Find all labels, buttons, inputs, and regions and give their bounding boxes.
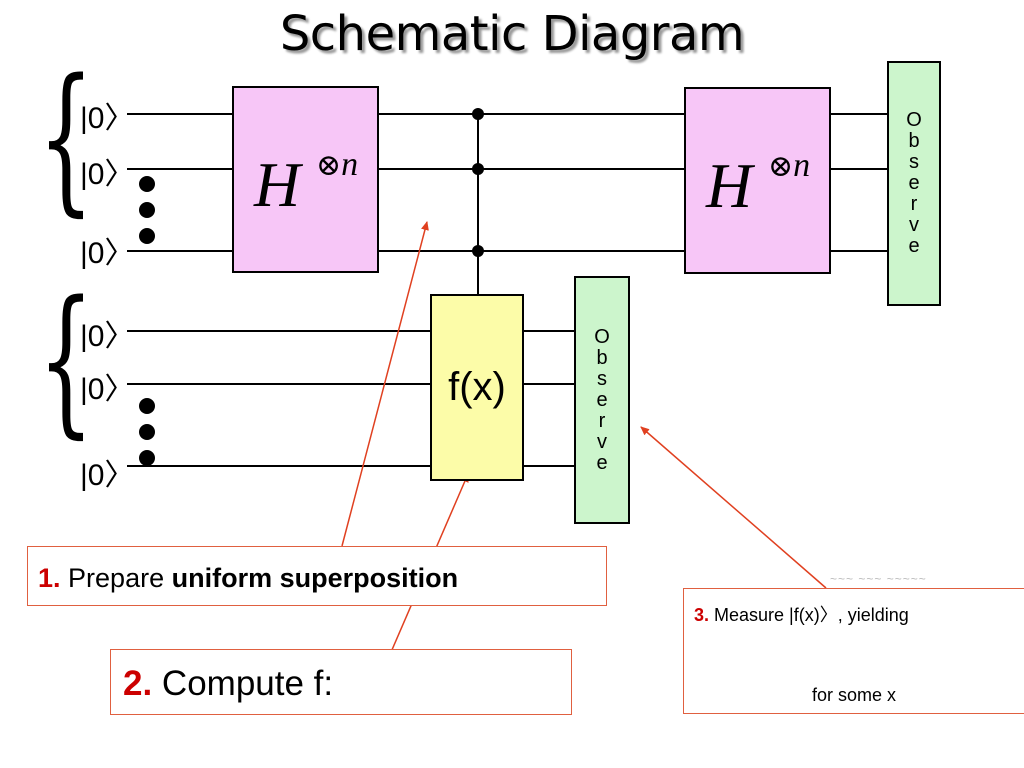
observe-letter: e	[596, 388, 608, 411]
qubit-label: |0〉	[80, 373, 135, 406]
control-dot	[472, 108, 484, 120]
qubit-label: |0〉	[80, 320, 135, 353]
tensor-product-symbol: ⊗	[316, 148, 342, 183]
observe-box-bottom: O b s e r v e	[574, 276, 630, 524]
oracle-gate: f(x)	[430, 294, 524, 481]
tensor-power-label: ⊗n	[316, 146, 358, 184]
step-number: 3.	[694, 605, 710, 625]
observe-letter: s	[909, 151, 919, 173]
top-register-brace: {	[38, 44, 94, 231]
observe-letter: O	[594, 325, 610, 348]
observe-letter: v	[909, 214, 919, 236]
qubit-label: |0〉	[80, 102, 135, 135]
step-number: 1.	[38, 563, 61, 593]
control-dot	[472, 245, 484, 257]
observe-letter: e	[908, 172, 920, 194]
tensor-power-label: ⊗n	[768, 147, 810, 185]
arrow-step1	[341, 221, 429, 547]
observe-letter: b	[596, 346, 608, 369]
observe-letter: v	[597, 430, 607, 453]
qubit-label: |0〉	[80, 459, 135, 492]
qubit-label: |0〉	[80, 158, 135, 191]
step-text: Measure |f(x)〉, yielding	[709, 605, 909, 625]
observe-letter: e	[596, 451, 608, 474]
observe-letter: r	[598, 409, 606, 432]
arrow-step3	[640, 426, 827, 589]
control-dot	[472, 163, 484, 175]
observe-letter: O	[906, 109, 922, 131]
tensor-exponent: n	[793, 147, 811, 184]
observe-box-top: O b s e r v e	[887, 61, 941, 306]
qubit-label: |0〉	[80, 237, 135, 270]
faint-formula-artifact: ~~~ ~~~ ~~~~~	[830, 572, 927, 586]
callout-step3: 3. Measure |f(x)〉, yielding for some x	[683, 588, 1024, 714]
callout-step1: 1. Prepare uniform superposition	[27, 546, 607, 606]
bottom-register-brace: {	[38, 266, 94, 453]
page-title: Schematic Diagram	[279, 6, 745, 62]
observe-letter: e	[908, 235, 920, 257]
step-bold-text: uniform superposition	[171, 563, 459, 593]
hadamard-gate-2: H ⊗n	[684, 87, 831, 274]
hadamard-gate-symbol: H	[254, 149, 301, 220]
hadamard-gate-symbol: H	[706, 150, 753, 221]
step-number: 2.	[123, 664, 153, 703]
observe-letter: r	[910, 193, 918, 215]
hadamard-gate-1: H ⊗n	[232, 86, 379, 273]
ellipsis-dots	[139, 176, 155, 254]
ellipsis-dots	[139, 398, 155, 476]
tensor-product-symbol: ⊗	[768, 149, 794, 184]
step-text: Prepare	[60, 563, 172, 593]
observe-letter: s	[597, 367, 607, 390]
callout-step2: 2. Compute f:	[110, 649, 572, 715]
step-text-line2: for some x	[811, 685, 897, 705]
observe-letter: b	[908, 130, 920, 152]
step-text: Compute f:	[152, 664, 334, 703]
tensor-exponent: n	[341, 146, 359, 183]
